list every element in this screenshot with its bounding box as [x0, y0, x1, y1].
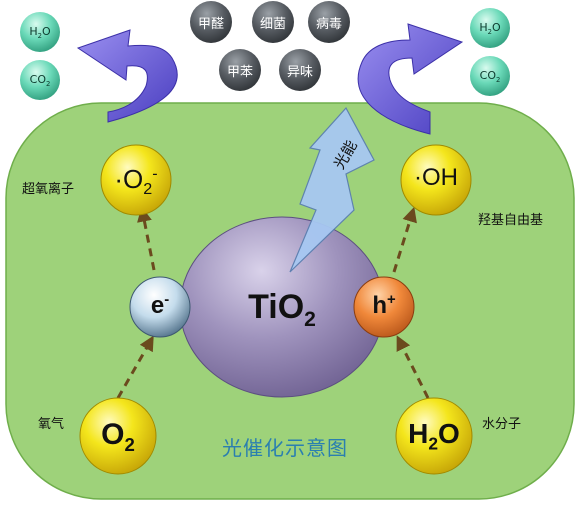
dashed-arrow-o2-to-e	[116, 335, 154, 399]
water-ball	[395, 397, 473, 475]
product-ball	[20, 60, 60, 100]
pollutant-label: 病毒	[315, 17, 342, 32]
oxygen-ball	[79, 397, 157, 475]
pollutant-label: 异味	[286, 65, 313, 80]
superoxide-ball	[100, 144, 172, 216]
water-label: 水分子	[482, 417, 522, 432]
pollutant-label: 细菌	[259, 17, 286, 32]
pollutant-ball	[219, 49, 261, 91]
oxygen-label: 氧气	[38, 417, 65, 432]
pollutant-ball	[252, 1, 294, 43]
product-label: CO2	[29, 73, 51, 89]
left-curved-arrow	[76, 29, 178, 123]
lightning-bolt	[289, 106, 375, 273]
pollutant-label: 甲醛	[197, 17, 224, 32]
hydroxyl-formula: ·OH	[414, 164, 458, 191]
product-ball	[470, 8, 510, 48]
right-curved-arrow	[357, 23, 464, 135]
hole-label: h+	[372, 292, 396, 319]
electron-label: e-	[150, 292, 170, 319]
dashed-arrow-h2o-to-h	[396, 335, 430, 399]
diagram-caption: 光催化示意图	[222, 436, 348, 460]
hydroxyl-ball	[400, 144, 472, 216]
dashed-arrow-h-to-oh	[392, 206, 417, 273]
product-label: H2O	[479, 21, 501, 37]
hole-ball	[353, 276, 415, 338]
superoxide-label: 超氧离子	[22, 182, 75, 197]
superoxide-formula: ·O2-	[114, 164, 158, 199]
pollutant-ball	[190, 1, 232, 43]
product-label: CO2	[479, 69, 501, 85]
dashed-arrow-e-to-superoxide	[137, 206, 156, 271]
water-formula: H2O	[408, 418, 460, 454]
product-ball	[470, 56, 510, 96]
pollutant-ball	[308, 1, 350, 43]
oxygen-formula: O2	[101, 418, 135, 455]
product-label: H2O	[29, 25, 51, 41]
pollutant-label: 甲苯	[226, 65, 253, 80]
pollutant-ball	[279, 49, 321, 91]
electron-ball	[129, 276, 191, 338]
product-ball	[20, 12, 60, 52]
hydroxyl-label: 羟基自由基	[478, 213, 544, 228]
tio2-label: TiO2	[248, 288, 316, 331]
